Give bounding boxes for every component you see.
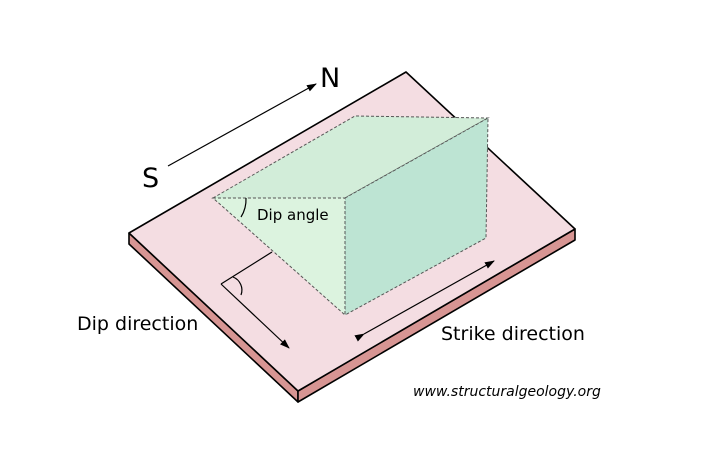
strike-direction-label: Strike direction [441,323,585,345]
dip-direction-label: Dip direction [77,313,198,335]
right-angle-arc [232,276,243,296]
dip-direction-arrow [220,283,290,349]
north-label: N [320,63,340,94]
strike-direction-arrow [354,260,495,342]
south-label: S [142,163,159,194]
website-credit: www.structuralgeology.org [413,384,601,400]
dip-direction-construction [220,251,290,349]
dipping-block [211,115,490,317]
block-dip-face [211,197,346,317]
block-side-face [344,117,489,316]
dip-angle-arc [240,197,247,218]
strike-reference-line [220,251,273,285]
dip-angle-label: Dip angle [257,206,329,224]
north-arrow [167,83,317,167]
